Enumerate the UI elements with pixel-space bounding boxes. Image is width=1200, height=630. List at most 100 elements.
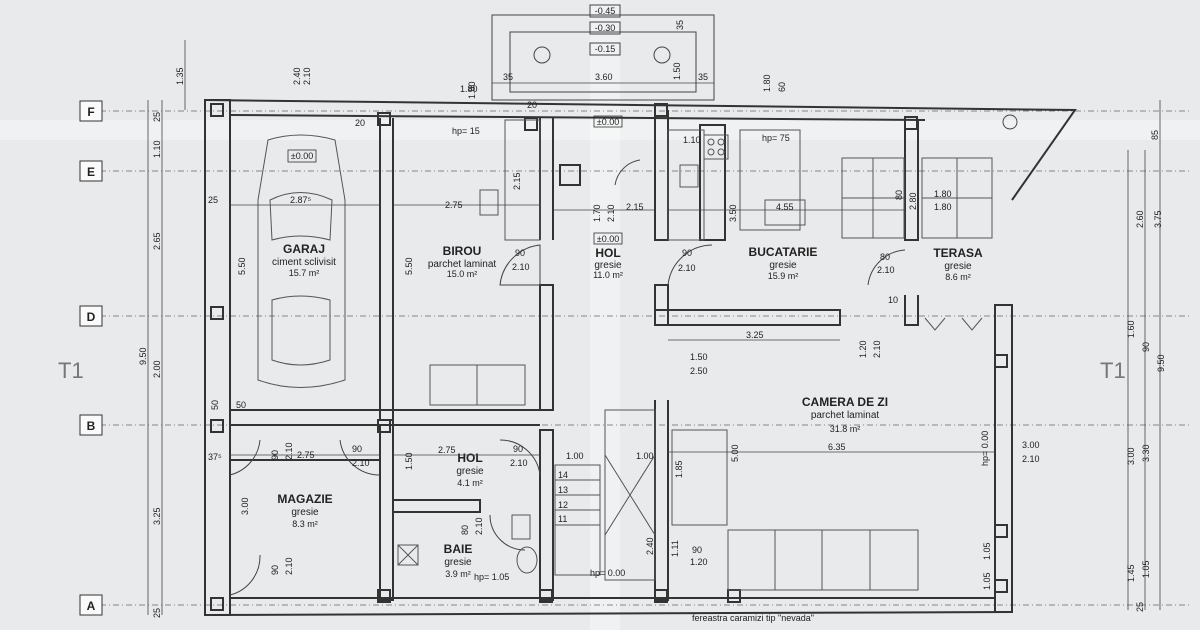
dim-350: 3.50 xyxy=(728,204,738,222)
dim-210-mag2: 2.10 xyxy=(284,557,294,575)
staircase xyxy=(554,464,601,576)
dim-550a: 5.50 xyxy=(237,257,247,275)
dim-left-950: 9.50 xyxy=(138,347,148,365)
car-outline xyxy=(257,134,346,388)
dim-90-mag2: 90 xyxy=(270,565,280,575)
dim-top-180a: 1.80 xyxy=(460,84,478,94)
dim-right-85: 85 xyxy=(1150,130,1160,140)
dim-210-d: 2.10 xyxy=(872,340,882,358)
washbasin-icon xyxy=(516,546,538,574)
room-terasa-name: TERASA xyxy=(933,246,983,260)
dim-80-t: 80 xyxy=(894,190,904,200)
dim-280: 2.80 xyxy=(908,192,918,210)
axis-a: A xyxy=(87,599,96,613)
axis-b: B xyxy=(87,419,96,433)
dim-20a: 20 xyxy=(355,118,365,128)
dim-right-260: 2.60 xyxy=(1135,210,1145,228)
room-birou-name: BIROU xyxy=(443,244,482,258)
dim-215a: 2.15 xyxy=(512,172,522,190)
dim-90-hol-r: 90 xyxy=(513,444,523,454)
dim-210-hol2: 2.10 xyxy=(352,458,370,468)
dim-right-300b: 3.00 xyxy=(1022,440,1040,450)
dim-top-60: 60 xyxy=(777,82,787,92)
axis-d: D xyxy=(87,310,96,324)
axis-grid xyxy=(100,110,1190,606)
shower-icon xyxy=(397,544,419,566)
axis-e: E xyxy=(87,165,95,179)
room-hol-top-floor: gresie xyxy=(594,260,622,271)
room-garaj-floor: ciment sclivisit xyxy=(272,257,336,268)
dim-210-hol-r: 2.10 xyxy=(510,458,528,468)
dim-325-d: 3.25 xyxy=(746,330,764,340)
dim-300: 3.00 xyxy=(240,497,250,515)
dim-80-ter: 80 xyxy=(880,252,890,262)
dim-80-baie: 80 xyxy=(460,525,470,535)
note-window: fereastra caramizi tip "nevada" xyxy=(692,613,814,623)
dim-right-300a: 3.00 xyxy=(1126,447,1136,465)
entrance-steps: -0.45 -0.30 -0.15 35 3.60 35 1.80 1.80 1… xyxy=(292,4,1018,130)
dim-right-105c: 1.05 xyxy=(982,572,992,590)
dim-90-birou: 90 xyxy=(515,248,525,258)
dim-50a: 50 xyxy=(210,400,220,410)
dim-top-180c: 1.80 xyxy=(762,74,772,92)
room-hol-bottom-floor: gresie xyxy=(456,466,484,477)
dim-right-950: 9.50 xyxy=(1156,354,1166,372)
room-terasa-area: 8.6 m² xyxy=(945,272,971,282)
dim-top-360: 3.60 xyxy=(595,72,613,82)
stair-12: 12 xyxy=(558,500,568,510)
note-hp75: hp= 75 xyxy=(762,133,790,143)
dim-111: 1.11 xyxy=(670,540,680,557)
stair-14: 14 xyxy=(558,470,568,480)
room-birou-floor: parchet laminat xyxy=(428,259,497,270)
dim-275a: 2.75 xyxy=(445,200,463,210)
dim-right-90: 90 xyxy=(1141,342,1151,352)
dim-550b: 5.50 xyxy=(404,257,414,275)
room-hol-bottom-name: HOL xyxy=(457,451,482,465)
dim-210-mag: 2.10 xyxy=(284,442,294,460)
dim-right-105b: 1.05 xyxy=(982,542,992,560)
note-hp000-right: hp= 0.00 xyxy=(980,431,990,466)
dim-250-d: 2.50 xyxy=(690,366,708,376)
dim-210-hol: 2.10 xyxy=(606,204,616,222)
dim-top-35b: 35 xyxy=(698,72,708,82)
dim-left-110: 1.10 xyxy=(152,140,162,158)
room-camera-name: CAMERA DE ZI xyxy=(802,395,888,409)
dim-top-35c: 35 xyxy=(675,20,685,30)
dim-120: 1.20 xyxy=(858,340,868,358)
door-swings xyxy=(229,159,906,596)
dim-90-hol: 90 xyxy=(352,444,362,454)
dim-20b: 20 xyxy=(527,100,537,110)
dim-50b: 50 xyxy=(236,400,246,410)
sink-icon xyxy=(679,164,699,188)
room-camera-floor: parchet laminat xyxy=(811,410,880,421)
dim-right-145: 1.45 xyxy=(1126,564,1136,582)
dim-110-k: 1.10 xyxy=(683,135,701,145)
dim-275b: 2.75 xyxy=(438,445,456,455)
dim-150-hol: 1.50 xyxy=(404,452,414,470)
toilet-icon xyxy=(511,514,531,540)
dim-120-st: 1.20 xyxy=(690,557,708,567)
dim-right-25: 25 xyxy=(1135,602,1145,612)
room-magazie-name: MAGAZIE xyxy=(277,492,332,506)
dim-185: 1.85 xyxy=(674,460,684,478)
section-t1-left: T1 xyxy=(58,358,84,383)
right-dimensions: 85 2.60 3.75 1.60 90 9.50 3.00 3.30 1.45… xyxy=(982,100,1166,612)
note-pm000-top: ±0.00 xyxy=(597,117,619,127)
hol-top-level: ±0.00 xyxy=(597,234,619,244)
dim-right-105a: 1.05 xyxy=(1141,560,1151,578)
level-minus-045: -0.45 xyxy=(595,6,616,16)
level-minus-015: -0.15 xyxy=(595,44,616,54)
room-baie-floor: gresie xyxy=(444,557,472,568)
note-hp105: hp= 1.05 xyxy=(474,572,509,582)
room-bucatarie-floor: gresie xyxy=(769,260,797,271)
room-birou-area: 15.0 m² xyxy=(447,269,478,279)
furniture xyxy=(257,119,993,591)
room-camera-area: 31.8 m² xyxy=(830,424,861,434)
dim-left-265: 2.65 xyxy=(152,232,162,250)
dim-10: 10 xyxy=(888,295,898,305)
exterior-walls xyxy=(204,99,1077,616)
column-circle-terrace xyxy=(1002,114,1018,130)
axis-f: F xyxy=(87,105,94,119)
dim-170: 1.70 xyxy=(592,204,602,222)
dim-180e: 1.80 xyxy=(934,202,952,212)
